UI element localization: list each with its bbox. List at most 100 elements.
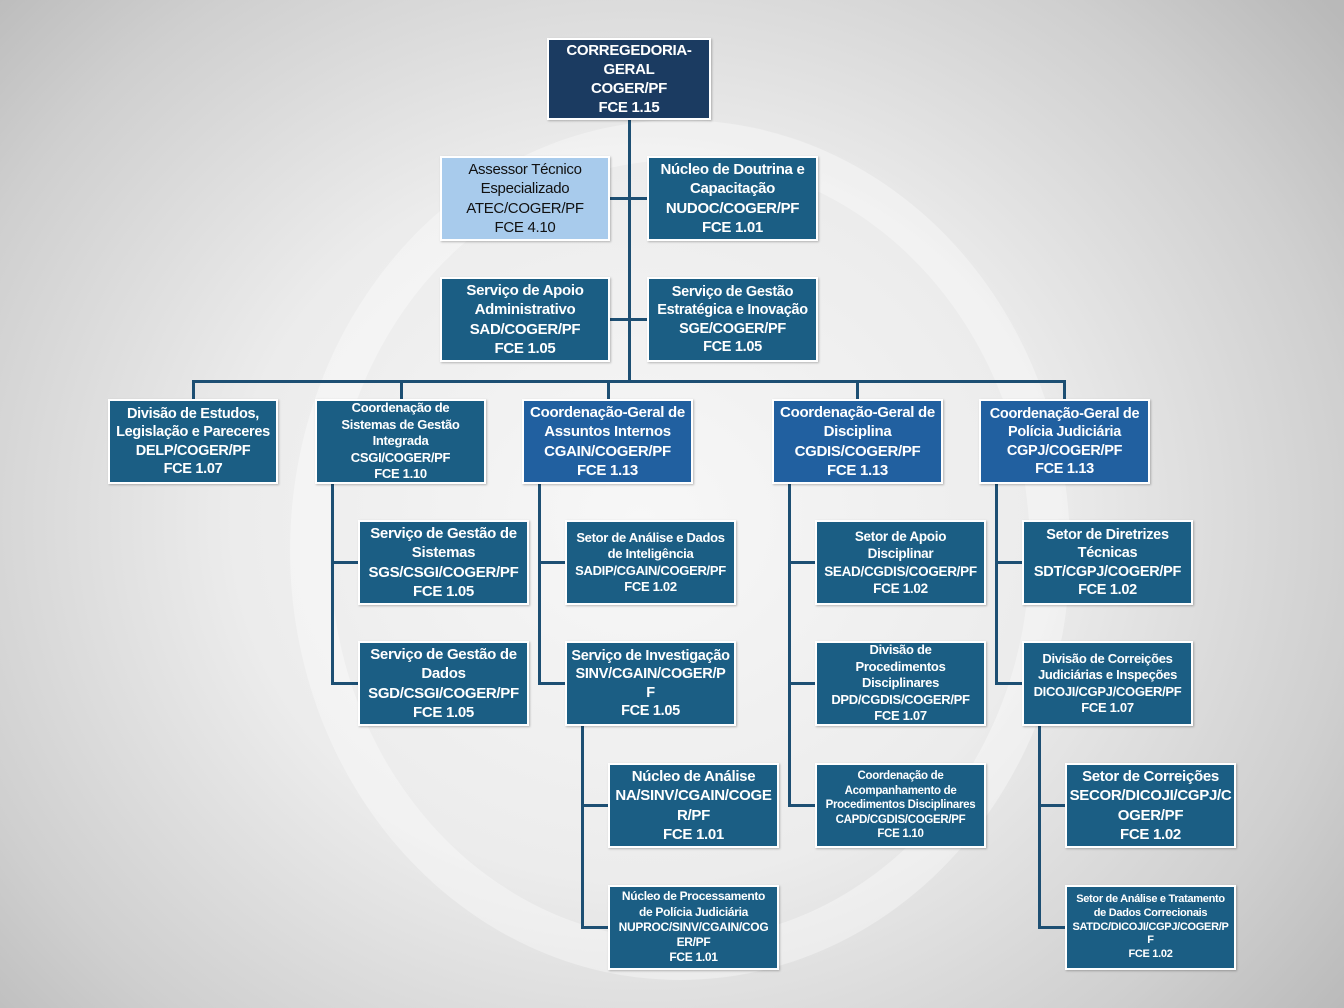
org-unit-text-line: FCE 1.15 [598,99,660,117]
org-unit-text-line: Setor de Apoio [854,529,947,545]
org-unit-text-line: Coordenação de [351,400,450,416]
connector-line [610,197,647,200]
org-unit-text-line: Coordenação de [857,770,944,783]
connector-line [1063,380,1066,400]
connector-line [610,318,647,321]
connector-line [1038,804,1066,807]
org-unit-text-line: Disciplina [823,423,892,441]
org-unit-text-line: SECOR/DICOJI/CGPJ/C [1069,787,1232,805]
connector-line [788,804,816,807]
org-unit-text-line: NA/SINV/CGAIN/COGE [615,787,772,805]
org-unit-text-line: FCE 1.07 [1081,700,1134,715]
org-unit-text-line: SGD/CSGI/COGER/PF [368,684,519,702]
org-unit-text-line: FCE 1.13 [1035,460,1094,477]
org-unit-text-line: FCE 1.05 [413,582,474,600]
org-unit-text-line: FCE 1.05 [413,703,474,721]
org-unit-text-line: FCE 1.05 [621,702,680,719]
org-unit-text-line: FCE 1.02 [1120,825,1181,843]
org-unit-text-line: Núcleo de Processamento [621,889,766,904]
org-unit-text-line: Setor de Análise e Dados [576,529,725,545]
org-unit-text-line: Disciplinares [861,675,940,691]
org-unit-text-line: FCE 1.10 [877,828,924,841]
org-unit-text-line: Assessor Técnico [468,161,582,179]
connector-line [538,561,566,564]
org-unit-text-line: SGE/COGER/PF [679,320,786,337]
org-unit-text-line: Procedimentos Disciplinares [825,799,976,812]
org-unit-text-line: Serviço de Gestão [671,283,794,300]
org-unit-text-line: NUPROC/SINV/CGAIN/COG [618,919,769,934]
org-unit-text-line: Sistemas de Gestão [341,416,460,432]
connector-line [331,561,359,564]
org-unit-text-line: DPD/CGDIS/COGER/PF [831,691,970,707]
connector-line [538,682,566,685]
org-unit-text-line: OGER/PF [1117,806,1184,824]
connector-line [788,682,816,685]
org-unit-text-line: Procedimentos [855,658,946,674]
org-unit-text-line: Núcleo de Doutrina e [660,161,805,179]
org-unit-text-line: SEAD/CGDIS/COGER/PF [824,563,977,579]
org-unit-text-line: SDT/CGPJ/COGER/PF [1033,563,1182,580]
org-unit-text-line: Núcleo de Análise [631,768,756,786]
org-unit-text-line: CGPJ/COGER/PF [1006,442,1123,459]
org-unit-text-line: Assuntos Internos [544,423,671,441]
connector-line [856,380,859,400]
org-unit-text-line: de Inteligência [607,546,694,561]
org-unit-text-line: DICOJI/CGPJ/COGER/PF [1033,683,1182,699]
org-unit-text-line: CGDIS/COGER/PF [794,442,921,460]
org-unit-text-line: Divisão de [869,642,932,658]
org-unit-text-line: FCE 1.02 [1128,948,1173,961]
connector-line [581,804,609,807]
org-unit-text-line: R/PF [677,806,710,824]
org-unit-text-line: SINV/CGAIN/COGER/P [575,666,726,683]
org-unit-text-line: Disciplinar [867,546,934,562]
org-unit-text-line: Coordenação-Geral de [530,404,685,422]
connector-line [400,380,403,400]
org-unit-text-line: FCE 1.10 [374,466,427,482]
org-unit-text-line: Setor de Análise e Tratamento [1076,892,1225,905]
org-unit-text-line: Serviço de Gestão de [370,646,517,664]
connector-line [193,380,1066,383]
connector-line [331,682,359,685]
org-unit-text-line: Divisão de Estudos, [126,405,260,422]
org-unit-text-line: ER/PF [676,935,711,950]
org-unit-text-line: Setor de Diretrizes [1046,526,1169,543]
org-unit-text-line: SATDC/DICOJI/CGPJ/COGER/P [1072,920,1229,933]
org-unit-text-line: Polícia Judiciária [1007,424,1122,441]
org-unit-text-line: Técnicas [1077,545,1138,562]
org-unit-text-line: Integrada [372,433,429,449]
org-unit-text-line: Serviço de Apoio [466,282,584,300]
org-unit-text-line: FCE 1.02 [1078,581,1137,598]
org-unit-text-line: CGAIN/COGER/PF [544,442,671,460]
org-unit-text-line: ATEC/COGER/PF [466,199,584,217]
org-unit-text-line: FCE 1.01 [669,950,718,965]
org-unit-text-line: Divisão de Correições [1042,650,1173,666]
connector-line [1038,926,1066,929]
org-unit-text-line: Judiciárias e Inspeções [1037,667,1178,682]
org-unit-text-line: GERAL [603,60,655,78]
org-unit-text-line: Sistemas [411,544,476,562]
org-unit-text-line: F [646,684,655,701]
org-unit-text-line: FCE 1.02 [624,579,677,594]
connector-line [628,120,631,382]
org-unit-text-line: Coordenação-Geral de [780,404,935,422]
org-unit-text-line: SADIP/CGAIN/COGER/PF [575,562,726,578]
org-unit-text-line: Especializado [480,180,570,198]
org-unit-text-line: FCE 1.05 [703,338,762,355]
